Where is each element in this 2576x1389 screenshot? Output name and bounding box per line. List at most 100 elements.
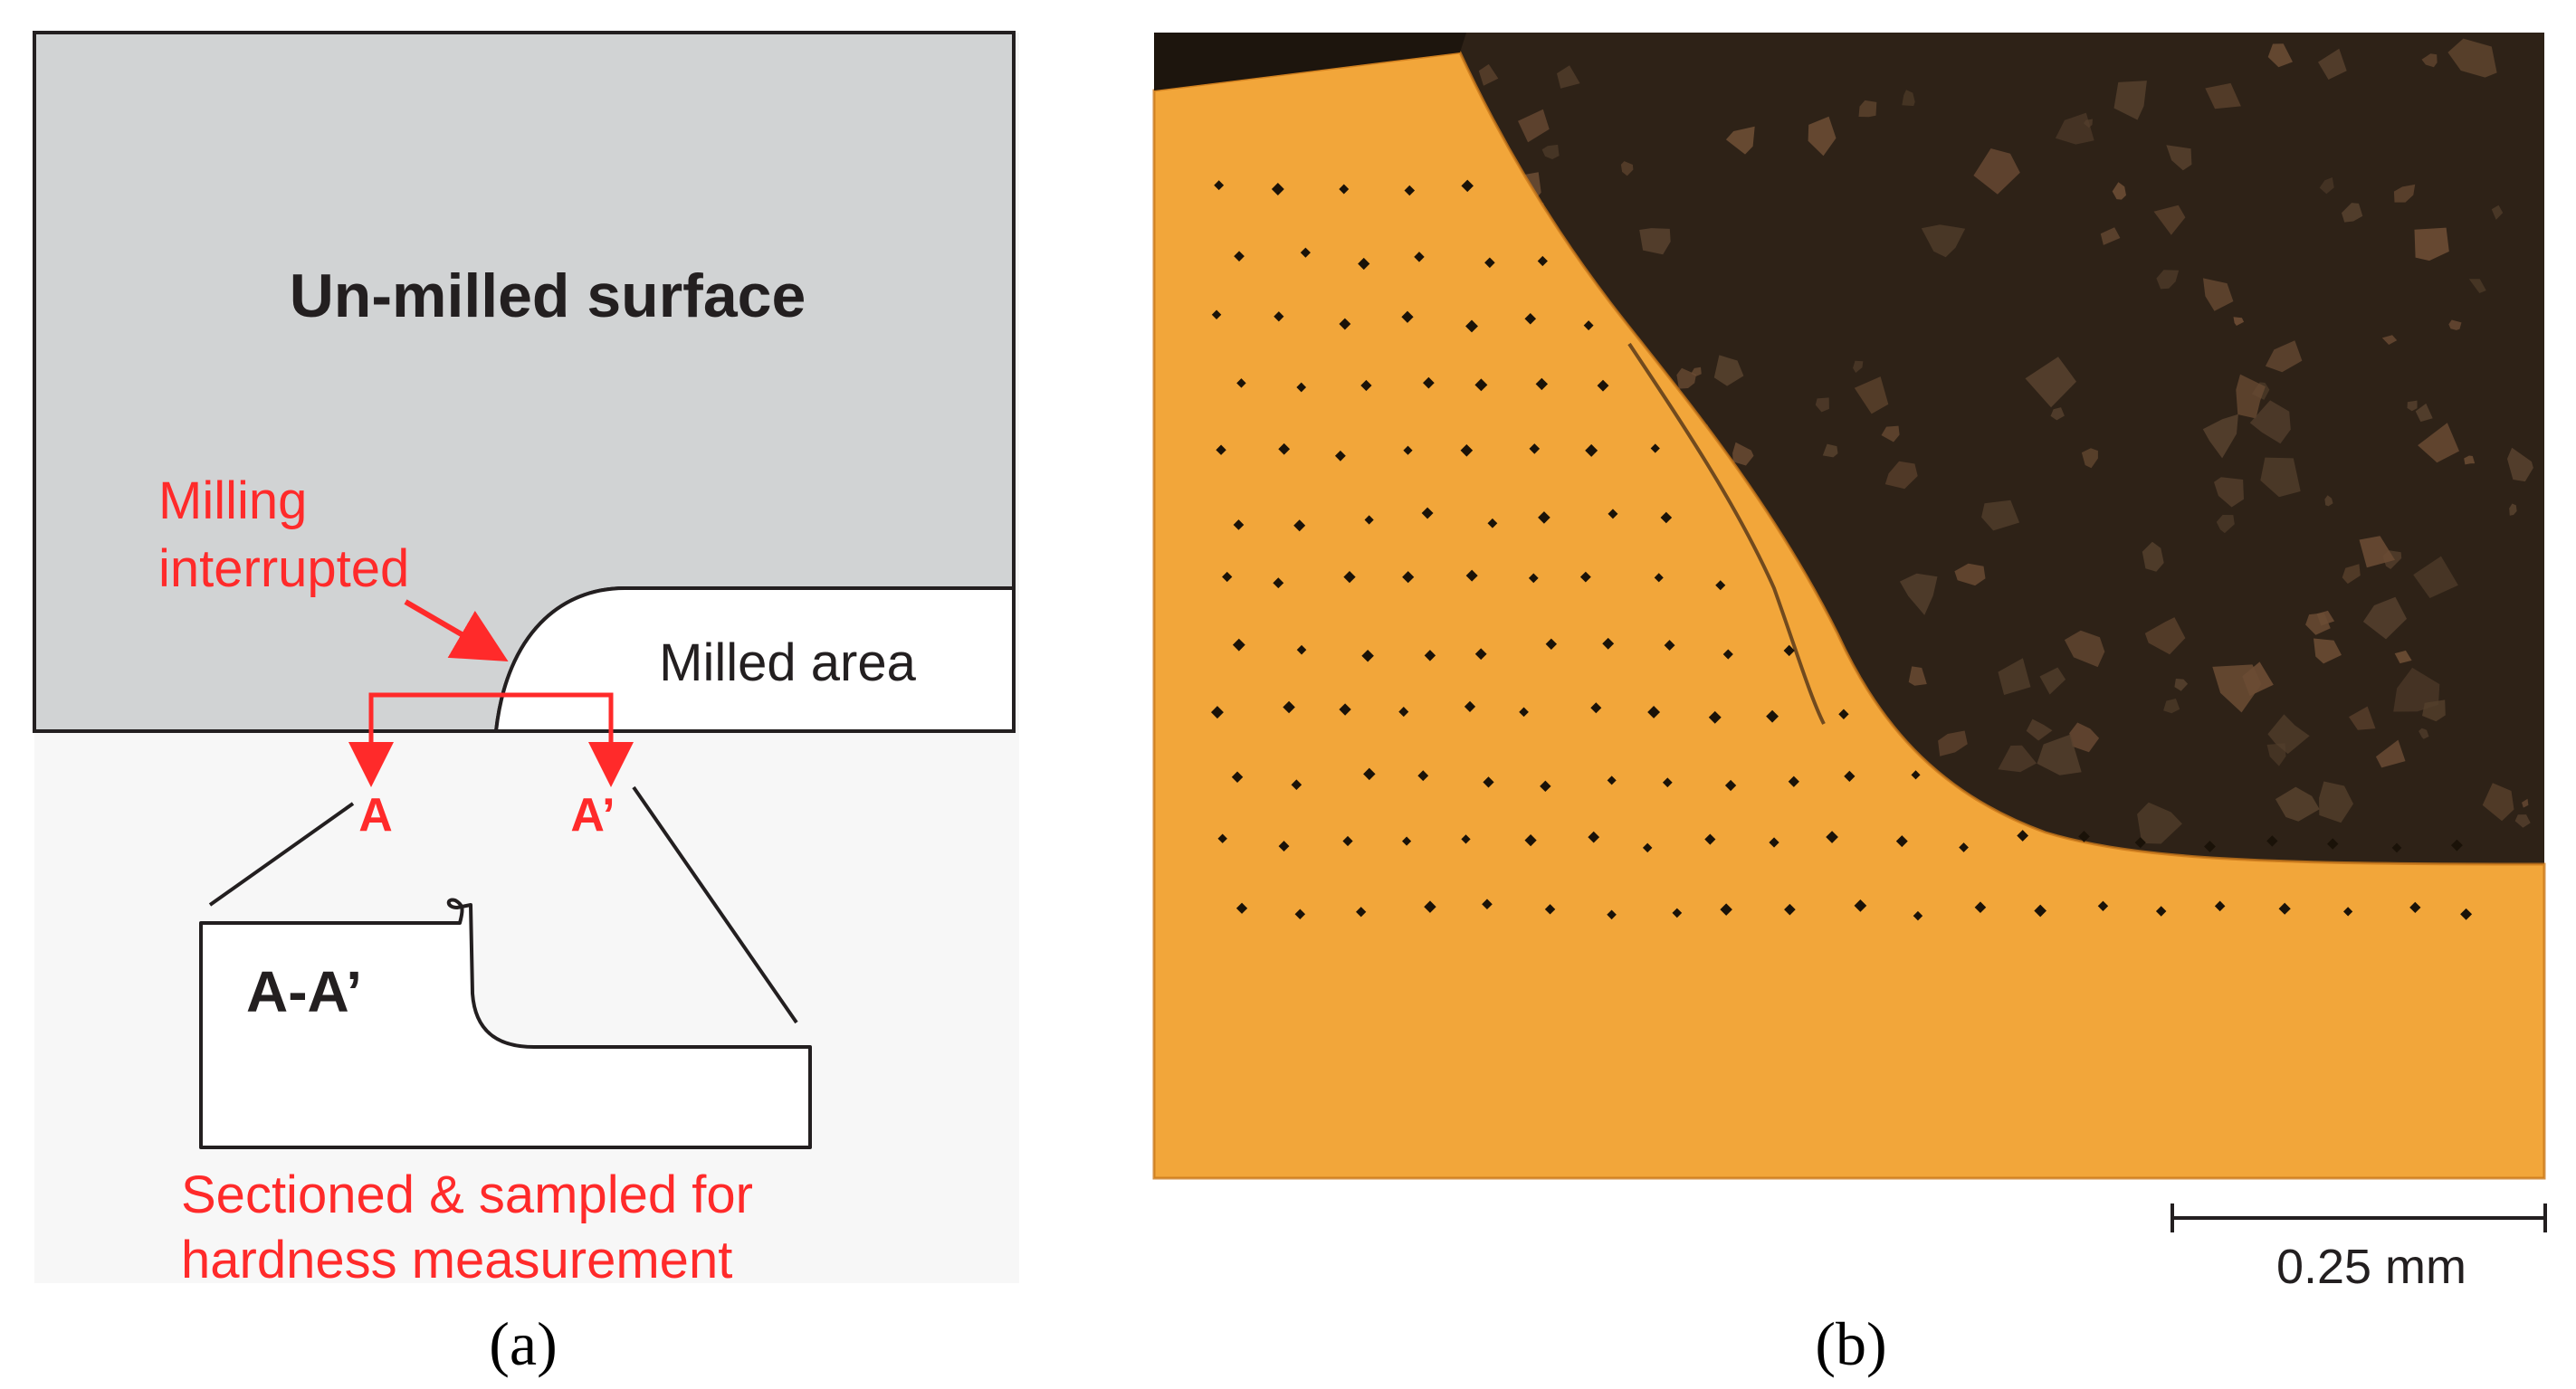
- mounting-particle: [2393, 667, 2440, 712]
- hardness-indent: [1423, 376, 1435, 389]
- hardness-indent: [2278, 902, 2291, 915]
- mounting-particle: [1881, 425, 1900, 442]
- hardness-indent: [1343, 571, 1356, 584]
- hardness-indent: [1660, 511, 1673, 524]
- hardness-indent: [2078, 831, 2090, 842]
- mounting-particle: [2156, 270, 2180, 290]
- mounting-particle: [2069, 722, 2100, 753]
- hardness-indent: [1528, 573, 1539, 584]
- milling-interrupted-label-line2: interrupted: [158, 539, 409, 598]
- mounting-particle: [2447, 38, 2497, 78]
- hardness-indent: [1524, 834, 1537, 847]
- hardness-indent: [1974, 901, 1987, 913]
- hardness-indent: [1294, 909, 1306, 919]
- hardness-indent: [1465, 569, 1478, 582]
- mounting-particle: [2214, 477, 2244, 508]
- hardness-indent: [2034, 904, 2046, 918]
- hardness-indent: [1959, 842, 1969, 852]
- edge-crack: [1627, 342, 1826, 725]
- hardness-indent: [1769, 837, 1779, 848]
- panel-a: Un-milled surface Milled area Milling in…: [33, 31, 1019, 1378]
- mounting-particle: [1541, 144, 1560, 159]
- mounting-particle: [2216, 515, 2235, 534]
- mounting-particle: [1854, 376, 1889, 414]
- hardness-indent: [1724, 779, 1737, 792]
- hardness-indent: [1642, 842, 1653, 853]
- scale-bar-label: 0.25 mm: [2276, 1240, 2466, 1294]
- hardness-indent: [1913, 910, 1923, 921]
- mounting-particle: [2166, 145, 2192, 171]
- point-a-prime-label: A’: [570, 789, 615, 842]
- hardness-indent: [1398, 707, 1409, 718]
- sectioned-caption-line2: hardness measurement: [181, 1231, 732, 1289]
- mounting-particle: [2055, 112, 2094, 145]
- metal-cross-section-region: [1154, 52, 2544, 1178]
- mounting-particle: [1713, 355, 1744, 386]
- mounting-particle: [2064, 630, 2105, 668]
- hardness-indent: [1545, 638, 1558, 650]
- mounting-particle: [2084, 119, 2093, 128]
- hardness-indent: [1602, 637, 1615, 650]
- mounting-particle: [2039, 667, 2066, 695]
- hardness-indent: [1236, 378, 1246, 388]
- mounting-particle: [1639, 228, 1671, 255]
- hardness-indent: [1766, 709, 1779, 723]
- hardness-indent: [1715, 580, 1726, 591]
- mounting-particle: [2112, 182, 2126, 200]
- hardness-indent: [1474, 378, 1488, 392]
- mounting-particle: [2509, 503, 2517, 516]
- mounting-particle: [2413, 556, 2458, 598]
- hardness-indent: [1597, 379, 1609, 392]
- mounting-particle: [2275, 786, 2320, 822]
- milling-interrupted-arrow: [404, 599, 509, 662]
- mounting-particle: [2394, 650, 2412, 664]
- mounting-particle: [2468, 279, 2486, 293]
- mounting-particle: [2037, 734, 2082, 775]
- mounting-particle: [2249, 400, 2291, 444]
- hardness-indent: [1278, 841, 1290, 852]
- mounting-particle: [1921, 224, 1966, 258]
- mounting-particle: [1518, 109, 1550, 143]
- mounting-particle: [2319, 781, 2353, 823]
- hardness-indent: [2450, 839, 2463, 851]
- mounting-particle: [2113, 81, 2147, 120]
- hardness-indent: [1356, 907, 1367, 918]
- mounting-particle: [2137, 802, 2182, 844]
- mounting-particle: [2260, 457, 2301, 498]
- mounting-particle: [2174, 679, 2189, 691]
- mounting-particle: [1815, 397, 1829, 413]
- hardness-indent: [1216, 444, 1226, 455]
- mounting-particle: [2418, 423, 2459, 463]
- hardness-indent: [1583, 320, 1594, 331]
- hardness-indent: [1339, 703, 1351, 716]
- mounting-particle: [2314, 638, 2342, 664]
- hardness-indent: [1537, 255, 1548, 267]
- hardness-indent: [1211, 309, 1222, 319]
- hardness-indent: [1540, 780, 1551, 793]
- mounting-particle: [2324, 495, 2333, 507]
- hardness-indent: [1358, 257, 1370, 271]
- mounting-particle: [2349, 706, 2376, 730]
- mounting-particle: [2050, 407, 2065, 421]
- hardness-indent-marks: [1210, 179, 2473, 921]
- hardness-indent: [1460, 444, 1474, 457]
- mounting-particle: [2422, 699, 2446, 722]
- hardness-indent: [2460, 908, 2473, 920]
- mounting-particle: [2491, 205, 2504, 220]
- point-a-label: A: [358, 789, 393, 842]
- mounting-particle: [2393, 184, 2416, 203]
- hardness-indent: [2409, 901, 2421, 913]
- hardness-indent: [1271, 183, 1284, 195]
- hardness-indent: [1788, 775, 1799, 787]
- mounting-particle: [2026, 718, 2053, 741]
- mounting-particle: [2318, 48, 2347, 80]
- milling-interrupted-label-line1: Milling: [158, 471, 307, 530]
- hardness-indent: [1283, 700, 1295, 714]
- mounting-particle: [2415, 403, 2433, 423]
- hardness-indent: [1274, 311, 1284, 322]
- hardness-indent: [2134, 837, 2146, 849]
- hardness-indent: [1720, 903, 1732, 916]
- projection-line-left: [208, 802, 355, 907]
- mounting-particle: [1725, 126, 1755, 155]
